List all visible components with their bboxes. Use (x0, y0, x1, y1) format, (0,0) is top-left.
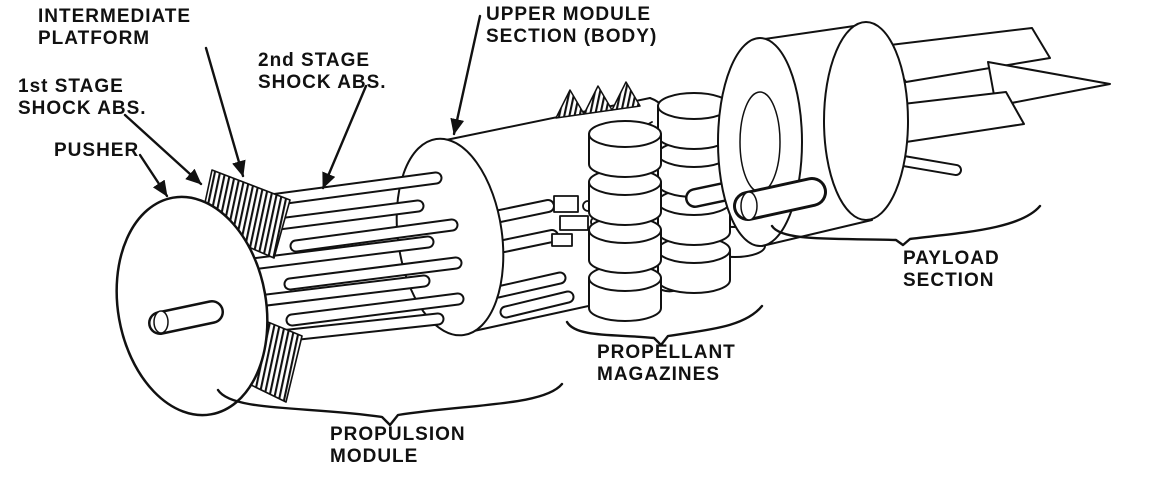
label-payload-section: PAYLOAD SECTION (903, 248, 1000, 292)
label-propulsion-module: PROPULSION MODULE (330, 424, 466, 468)
label-first-stage-shock-absorber: 1st STAGE SHOCK ABS. (18, 76, 147, 120)
label-pusher: PUSHER (54, 140, 140, 161)
leader-intermediate-platform (204, 46, 246, 178)
label-propellant-magazines: PROPELLANT MAGAZINES (597, 342, 736, 386)
label-second-stage-shock-absorber: 2nd STAGE SHOCK ABS. (258, 50, 387, 94)
leader-arrows (123, 14, 482, 198)
brace-payload-section (770, 204, 1042, 247)
payload-stub-cylinder (733, 177, 827, 221)
label-upper-module-section-body: UPPER MODULE SECTION (BODY) (486, 4, 658, 48)
inner-mechanism (491, 195, 602, 319)
label-intermediate-platform: INTERMEDIATE PLATFORM (38, 6, 192, 50)
brace-propulsion-module (216, 382, 564, 427)
shock-absorber-rods (241, 171, 465, 345)
tail-fin-assembly (880, 27, 1111, 176)
section-braces (216, 204, 1042, 427)
leader-upper-module-section (450, 14, 482, 136)
cutaway-hatch-top (555, 81, 641, 119)
pusher-plate (115, 195, 269, 417)
leader-first-stage-shock-absorber (123, 113, 203, 186)
brace-propellant-magazines (565, 304, 764, 347)
leader-pusher (138, 153, 169, 198)
leader-second-stage-shock-absorber (321, 84, 368, 190)
